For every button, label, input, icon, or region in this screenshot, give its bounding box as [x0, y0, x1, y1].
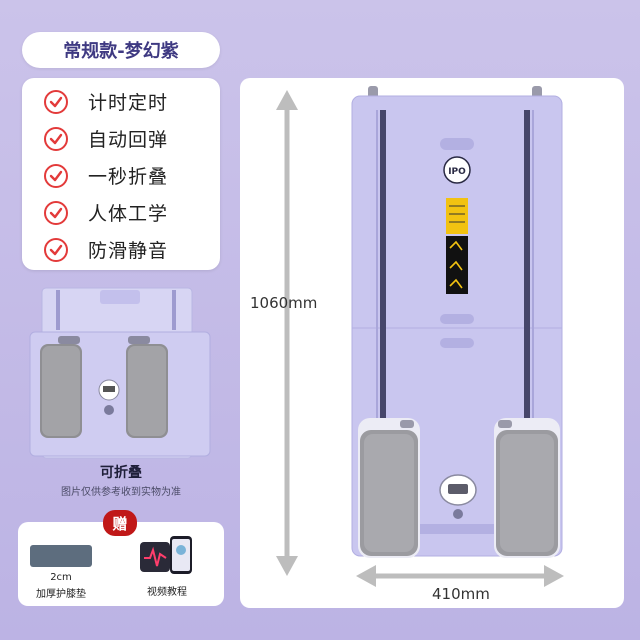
variant-title-pill: 常规款-梦幻紫: [22, 32, 220, 68]
check-icon: [44, 163, 68, 188]
check-icon: [44, 126, 68, 151]
video-tutorial-label: 视频教程: [147, 587, 187, 598]
feature-label: 人体工学: [88, 203, 169, 225]
folded-product-image: [29, 287, 211, 459]
height-dimension-label: 1060mm: [250, 294, 318, 312]
knee-pad-image: [30, 545, 92, 567]
gift-badge: 赠: [103, 510, 137, 536]
feature-item: 一秒折叠: [44, 162, 168, 189]
reference-disclaimer: 图片仅供参考收到实物为准: [61, 487, 181, 498]
feature-label: 防滑静音: [88, 240, 169, 262]
feature-item: 计时定时: [44, 88, 168, 115]
feature-label: 一秒折叠: [88, 166, 169, 188]
main-product-image: IPO: [276, 86, 564, 587]
video-tutorial-image: [140, 536, 192, 574]
feature-label: 计时定时: [88, 92, 169, 114]
feature-item: 自动回弹: [44, 125, 168, 152]
width-dimension-label: 410mm: [432, 585, 490, 603]
pad-thickness-label: 2cm: [50, 572, 72, 583]
feature-list-card: 计时定时 自动回弹 一秒折叠 人体工学 防滑静音: [22, 78, 220, 270]
gift-badge-text: 赠: [112, 514, 128, 533]
check-icon: [44, 237, 68, 262]
feature-label: 自动回弹: [88, 129, 169, 151]
feature-item: 防滑静音: [44, 236, 168, 263]
check-icon: [44, 89, 68, 114]
width-dimension-arrow: [356, 565, 564, 587]
height-dimension-arrow: [276, 90, 298, 576]
check-icon: [44, 200, 68, 225]
foldable-caption: 可折叠: [100, 465, 142, 481]
variant-title: 常规款-梦幻紫: [63, 41, 179, 62]
pad-name-label: 加厚护膝垫: [36, 589, 86, 600]
product-logo: IPO: [448, 167, 466, 177]
feature-item: 人体工学: [44, 199, 168, 226]
